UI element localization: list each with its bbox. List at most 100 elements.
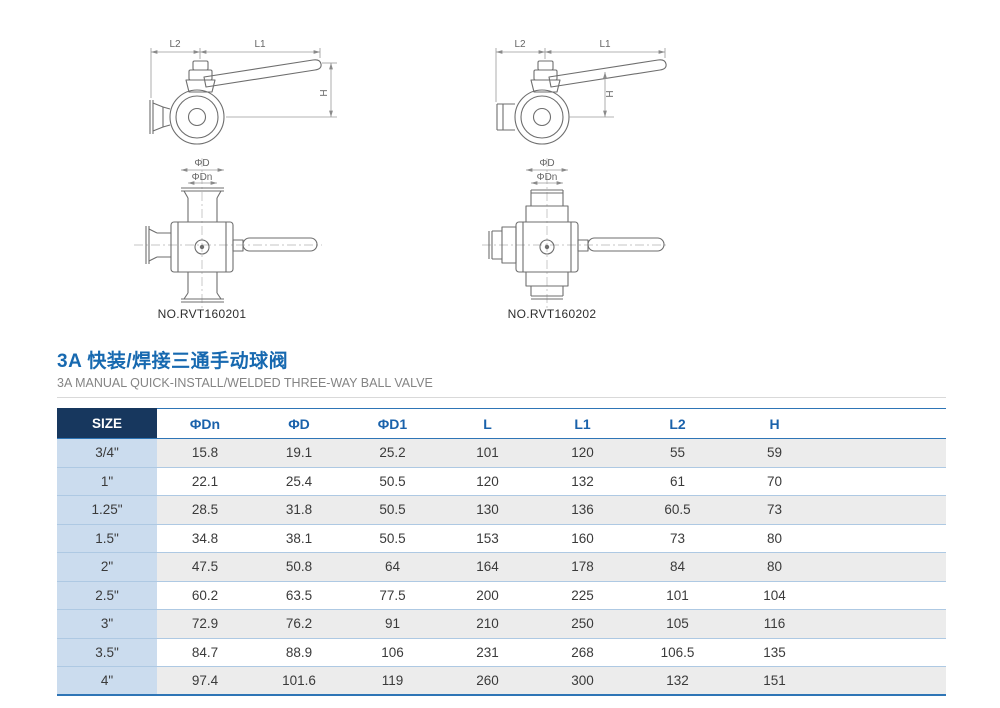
value-cell: 64 — [345, 552, 440, 582]
value-cell: 136 — [535, 495, 630, 525]
value-cell: 28.5 — [157, 495, 253, 525]
value-cell: 77.5 — [345, 581, 440, 610]
value-cell: 200 — [440, 581, 535, 610]
value-cell: 84 — [630, 552, 725, 582]
dim-label-l2-left: L2 — [169, 39, 181, 50]
value-cell: 101.6 — [253, 666, 345, 696]
value-cell: 120 — [535, 438, 630, 468]
value-cell: 106 — [345, 638, 440, 667]
value-cell: 73 — [630, 524, 725, 553]
header-size: SIZE — [57, 408, 157, 439]
filler-cell — [824, 467, 946, 496]
value-cell: 105 — [630, 609, 725, 639]
drawing-right-side-view — [496, 59, 667, 145]
value-cell: 70 — [725, 467, 824, 496]
value-cell: 63.5 — [253, 581, 345, 610]
filler-cell — [824, 495, 946, 525]
value-cell: 15.8 — [157, 438, 253, 468]
right-front-dimension-lines — [526, 168, 568, 185]
header-phid: ΦD — [253, 408, 345, 439]
dim-label-phidn-right: ΦDn — [537, 172, 558, 183]
value-cell: 84.7 — [157, 638, 253, 667]
left-side-dimension-lines — [150, 48, 337, 118]
value-cell: 260 — [440, 666, 535, 696]
value-cell: 31.8 — [253, 495, 345, 525]
value-cell: 164 — [440, 552, 535, 582]
left-front-dimension-lines — [181, 168, 224, 185]
value-cell: 38.1 — [253, 524, 345, 553]
dim-label-l2-right: L2 — [514, 39, 526, 50]
drawing-left-front-view — [145, 187, 318, 303]
header-phid1: ΦD1 — [345, 408, 440, 439]
value-cell: 231 — [440, 638, 535, 667]
value-cell: 130 — [440, 495, 535, 525]
value-cell: 132 — [535, 467, 630, 496]
value-cell: 151 — [725, 666, 824, 696]
technical-drawings: L2 L1 H ΦD ΦDn NO.RVT160201 — [134, 39, 668, 321]
size-cell: 2" — [57, 552, 157, 582]
value-cell: 91 — [345, 609, 440, 639]
value-cell: 101 — [630, 581, 725, 610]
size-cell: 2.5" — [57, 581, 157, 610]
right-side-dimension-lines — [495, 48, 666, 118]
value-cell: 76.2 — [253, 609, 345, 639]
header-l1: L1 — [535, 408, 630, 439]
dim-label-h-right: H — [605, 90, 616, 97]
header-l2: L2 — [630, 408, 725, 439]
size-cell: 1.25" — [57, 495, 157, 525]
page-title-zh: 3A 快装/焊接三通手动球阀 — [57, 351, 289, 372]
value-cell: 97.4 — [157, 666, 253, 696]
filler-cell — [824, 666, 946, 696]
value-cell: 268 — [535, 638, 630, 667]
size-cell: 3" — [57, 609, 157, 639]
dim-label-phidn-left: ΦDn — [192, 172, 213, 183]
value-cell: 300 — [535, 666, 630, 696]
value-cell: 47.5 — [157, 552, 253, 582]
value-cell: 225 — [535, 581, 630, 610]
filler-cell — [824, 581, 946, 610]
value-cell: 135 — [725, 638, 824, 667]
model-number-left: NO.RVT160201 — [158, 307, 247, 321]
value-cell: 50.5 — [345, 495, 440, 525]
dim-label-phid-right: ΦD — [539, 158, 554, 169]
value-cell: 50.5 — [345, 467, 440, 496]
value-cell: 178 — [535, 552, 630, 582]
value-cell: 120 — [440, 467, 535, 496]
value-cell: 55 — [630, 438, 725, 468]
drawing-right-front-view — [488, 189, 665, 300]
value-cell: 160 — [535, 524, 630, 553]
header-filler — [824, 408, 946, 439]
header-phidn: ΦDn — [157, 408, 253, 439]
dim-label-phid-left: ΦD — [194, 158, 209, 169]
dim-label-l1-right: L1 — [599, 39, 611, 50]
value-cell: 88.9 — [253, 638, 345, 667]
value-cell: 34.8 — [157, 524, 253, 553]
title-block: 3A 快装/焊接三通手动球阀 3A MANUAL QUICK-INSTALL/W… — [57, 350, 946, 398]
value-cell: 80 — [725, 524, 824, 553]
value-cell: 80 — [725, 552, 824, 582]
filler-cell — [824, 638, 946, 667]
model-number-right: NO.RVT160202 — [508, 307, 597, 321]
size-cell: 4" — [57, 666, 157, 696]
filler-cell — [824, 438, 946, 468]
value-cell: 60.2 — [157, 581, 253, 610]
value-cell: 210 — [440, 609, 535, 639]
size-cell: 1" — [57, 467, 157, 496]
value-cell: 116 — [725, 609, 824, 639]
filler-cell — [824, 552, 946, 582]
value-cell: 106.5 — [630, 638, 725, 667]
size-cell: 1.5" — [57, 524, 157, 553]
value-cell: 73 — [725, 495, 824, 525]
